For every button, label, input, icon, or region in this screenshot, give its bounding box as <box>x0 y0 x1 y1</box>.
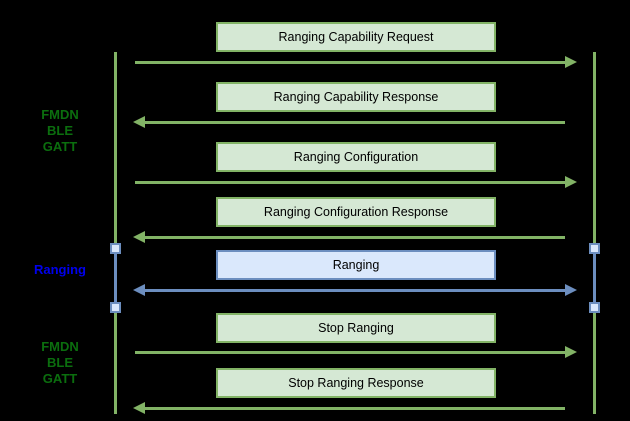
label-line: BLE <box>47 123 73 138</box>
arrow-left <box>145 407 565 410</box>
arrow-left <box>145 236 565 239</box>
arrowhead-right-icon <box>565 56 577 68</box>
label-line: FMDN <box>41 339 79 354</box>
message-label: Ranging Configuration Response <box>263 205 449 219</box>
activation-start-marker-left <box>110 243 121 254</box>
label-fmdn-ble-gatt-top: FMDN BLE GATT <box>15 107 105 155</box>
arrowhead-left-icon <box>133 402 145 414</box>
arrow-right <box>135 181 565 184</box>
lifeline-right-ranging-segment <box>593 250 596 306</box>
message-label: Ranging <box>332 258 380 272</box>
message-box: Ranging Capability Response <box>216 82 496 112</box>
label-line: BLE <box>47 355 73 370</box>
lifeline-left <box>114 52 117 414</box>
message-box: Ranging Configuration <box>216 142 496 172</box>
message-box: Ranging Configuration Response <box>216 197 496 227</box>
activation-end-marker-right <box>589 302 600 313</box>
message-label: Ranging Capability Response <box>273 90 439 104</box>
activation-start-marker-right <box>589 243 600 254</box>
activation-end-marker-left <box>110 302 121 313</box>
label-line: Ranging <box>34 262 86 277</box>
label-fmdn-ble-gatt-bottom: FMDN BLE GATT <box>15 339 105 387</box>
message-box: Ranging Capability Request <box>216 22 496 52</box>
arrowhead-left-icon <box>133 116 145 128</box>
arrow-left <box>145 121 565 124</box>
message-label: Ranging Capability Request <box>278 30 434 44</box>
message-label: Stop Ranging <box>318 321 394 335</box>
label-line: FMDN <box>41 107 79 122</box>
message-box: Stop Ranging <box>216 313 496 343</box>
label-line: GATT <box>42 139 78 154</box>
arrowhead-left-icon <box>133 231 145 243</box>
arrowhead-left-icon <box>133 284 145 296</box>
lifeline-right <box>593 52 596 414</box>
arrowhead-right-icon <box>565 176 577 188</box>
message-label: Stop Ranging Response <box>288 376 424 390</box>
arrowhead-right-icon <box>565 346 577 358</box>
arrowhead-right-icon <box>565 284 577 296</box>
message-label: Ranging Configuration <box>293 150 419 164</box>
arrow-right <box>135 61 565 64</box>
message-box: Ranging <box>216 250 496 280</box>
arrow-bidirectional <box>145 289 565 292</box>
label-ranging: Ranging <box>15 262 105 278</box>
label-line: GATT <box>42 371 78 386</box>
lifeline-left-ranging-segment <box>114 250 117 306</box>
message-box: Stop Ranging Response <box>216 368 496 398</box>
arrow-right <box>135 351 565 354</box>
